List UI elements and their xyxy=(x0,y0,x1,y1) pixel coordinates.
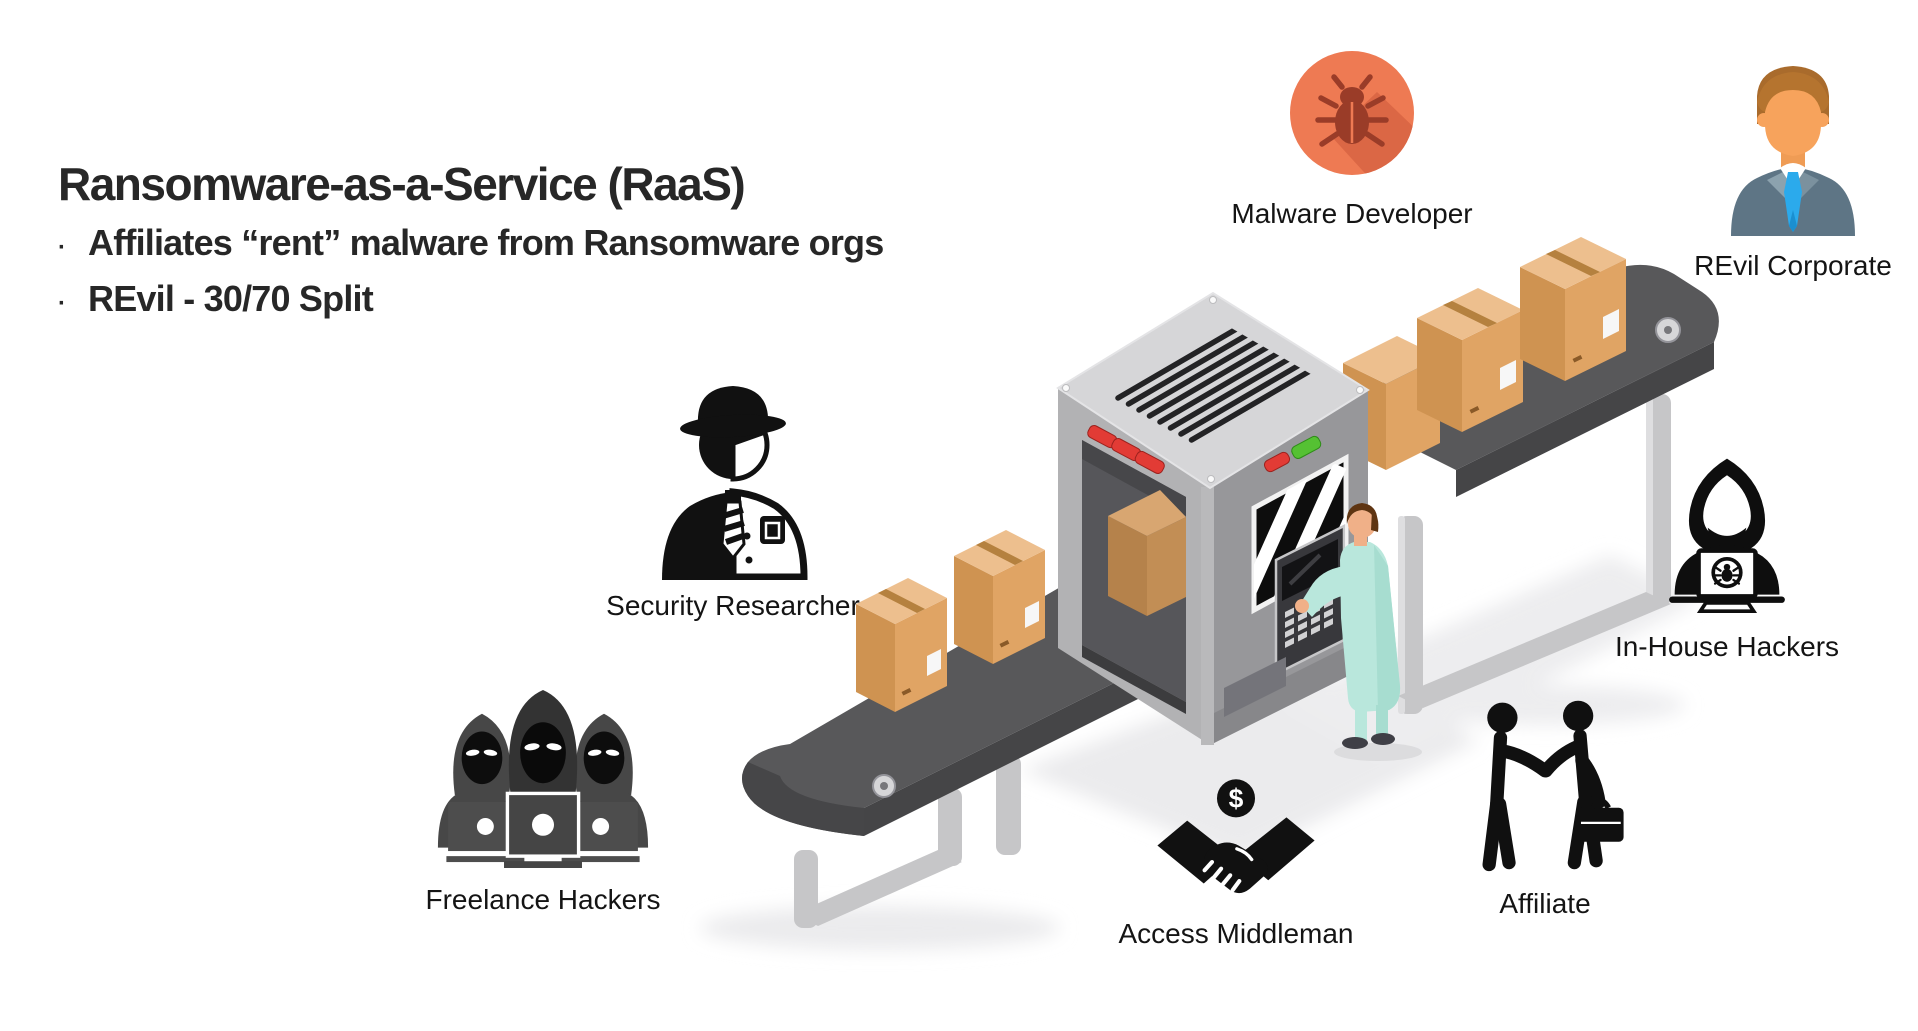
actor-label: Malware Developer xyxy=(1231,198,1473,229)
worker-shoe xyxy=(1371,733,1395,745)
red-indicator-lights xyxy=(1087,425,1165,474)
page-title: Ransomware-as-a-Service (RaaS) xyxy=(58,158,746,210)
bullet-marker: · xyxy=(58,234,66,262)
actor-security-researcher: Security Researcher xyxy=(583,368,883,622)
worker-shoe xyxy=(1342,737,1368,749)
actor-in-house-hackers: In-House Hackers xyxy=(1577,455,1877,663)
status-lights xyxy=(1263,435,1322,473)
machine-top xyxy=(1056,291,1370,490)
actor-label: In-House Hackers xyxy=(1614,631,1840,662)
bullet-marker: · xyxy=(58,290,66,318)
actor-label: Freelance Hackers xyxy=(425,884,661,915)
machine-bottom-slot xyxy=(1224,657,1286,717)
bullet-text-affiliates: Affiliates “rent” malware from Ransomwar… xyxy=(88,222,884,264)
hooded-group-laptops-icon xyxy=(437,690,649,868)
worker-figure xyxy=(1295,503,1422,761)
cardboard-boxes-left xyxy=(856,530,1045,712)
heading-block: Ransomware-as-a-Service (RaaS) · Affilia… xyxy=(58,158,884,320)
people-handshake-briefcase-icon xyxy=(1482,700,1624,872)
dollar-sign: $ xyxy=(1229,783,1244,813)
bug-icon xyxy=(1290,51,1414,175)
detective-icon xyxy=(662,386,808,580)
conveyor-legs-left xyxy=(794,755,1021,928)
bullet-row: · REvil - 30/70 Split xyxy=(58,278,883,320)
cardboard-box xyxy=(856,578,947,712)
bullet-row: · Affiliates “rent” malware from Ransomw… xyxy=(58,222,884,264)
raas-assembly-line-illustration xyxy=(700,237,1719,950)
corner-screws xyxy=(1062,296,1364,483)
cardboard-box-in-tunnel xyxy=(1108,490,1186,616)
hooded-hacker-laptop-icon xyxy=(1669,458,1785,613)
businessman-icon xyxy=(1731,66,1855,236)
cardboard-box xyxy=(954,530,1045,664)
handshake-dollar-icon: $ xyxy=(1157,779,1315,894)
bullet-text-revil-split: REvil - 30/70 Split xyxy=(88,278,374,320)
actor-malware-developer: Malware Developer xyxy=(1202,50,1502,230)
actor-revil-corporate: REvil Corporate xyxy=(1663,60,1918,282)
actor-label: REvil Corporate xyxy=(1694,250,1892,281)
actor-label: Access Middleman xyxy=(1118,918,1354,949)
cardboard-box xyxy=(1520,237,1626,381)
actor-access-middleman: $ Access Middleman xyxy=(1086,776,1386,950)
worker-arm xyxy=(1300,566,1344,617)
actor-affiliate: Affiliate xyxy=(1395,696,1695,920)
conveyor-legs-right xyxy=(1398,394,1671,714)
actor-label: Affiliate xyxy=(1499,888,1591,919)
cardboard-box xyxy=(1417,288,1523,432)
actor-label: Security Researcher xyxy=(606,590,860,621)
worker-head xyxy=(1348,510,1376,538)
scanning-machine xyxy=(1056,291,1370,745)
actor-freelance-hackers: Freelance Hackers xyxy=(393,668,693,916)
